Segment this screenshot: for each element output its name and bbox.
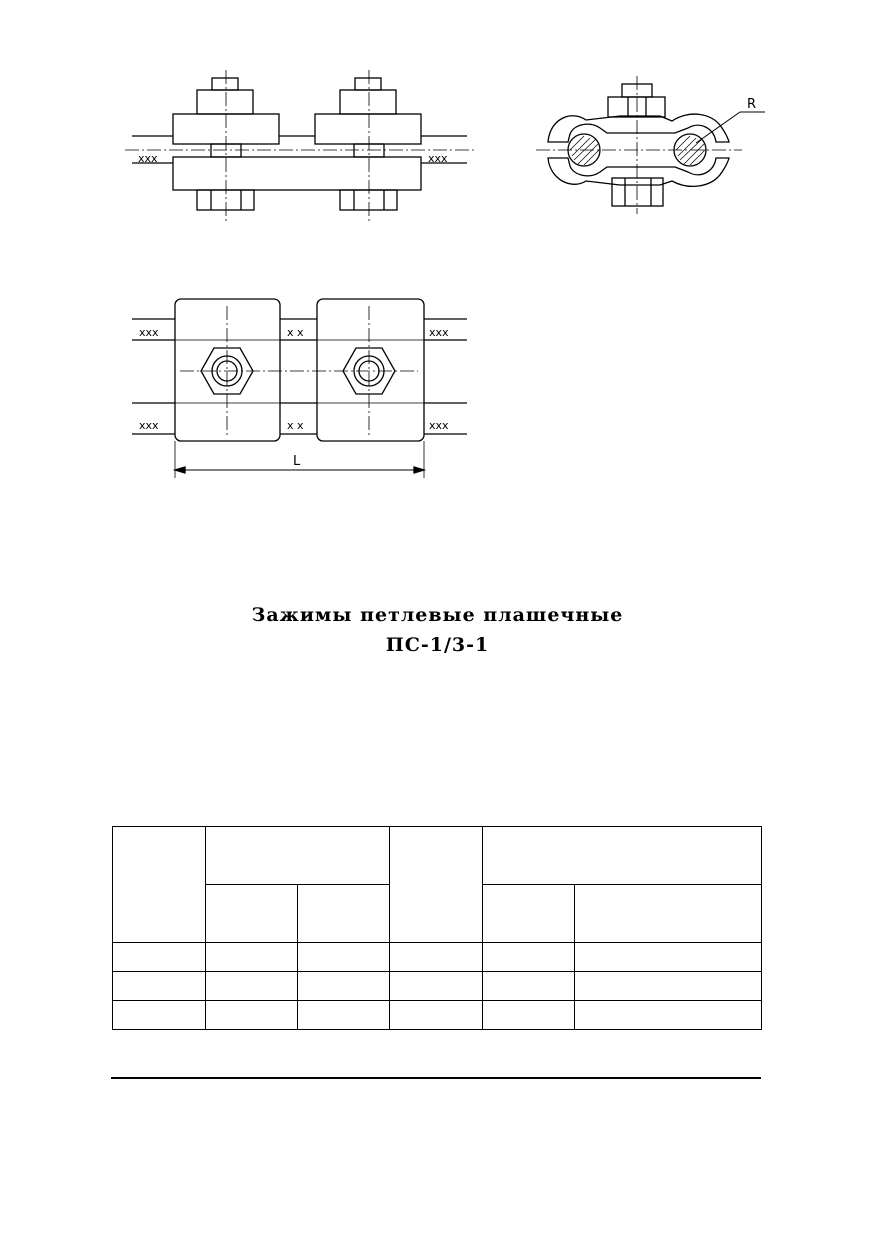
- table-cell: [482, 1000, 575, 1030]
- document-title: Зажимы петлевые плашечные: [251, 604, 624, 626]
- mark-top-lower-right: xxx: [429, 419, 449, 432]
- table-cell: [297, 942, 390, 972]
- table-cell: [205, 971, 298, 1001]
- document-subtitle: ПС-1/3-1: [385, 634, 490, 656]
- bottom-divider: [111, 1077, 761, 1079]
- table-row: [112, 942, 762, 972]
- table-header-cell: [205, 826, 390, 885]
- mark-top-lower-mid: x x: [287, 419, 304, 432]
- mark-top-lower-left: xxx: [139, 419, 159, 432]
- table-row: [112, 971, 762, 1001]
- table-cell: [574, 971, 762, 1001]
- table-header-cell: [112, 826, 206, 943]
- table-cell: [112, 971, 206, 1001]
- mark-front-right: xxx: [428, 152, 448, 165]
- table-cell: [389, 1000, 483, 1030]
- table-header-cell: [389, 826, 483, 943]
- front-view: [125, 70, 475, 222]
- table-subheader-cell: [574, 884, 762, 943]
- table-cell: [482, 942, 575, 972]
- table-header-cell: [482, 826, 762, 885]
- table-cell: [112, 1000, 206, 1030]
- mark-top-upper-left: xxx: [139, 326, 159, 339]
- table-subheader-cell: [297, 884, 390, 943]
- technical-drawing: xxx xxx xxx x x xxx xxx x x xxx L R: [125, 70, 765, 478]
- table-cell: [297, 971, 390, 1001]
- table-row: [112, 1000, 762, 1030]
- table-cell: [574, 942, 762, 972]
- table-cell: [297, 1000, 390, 1030]
- table-cell: [112, 942, 206, 972]
- top-view: [132, 298, 467, 478]
- table-cell: [205, 1000, 298, 1030]
- dimension-length-label: L: [293, 454, 301, 469]
- table-subheader-cell: [482, 884, 575, 943]
- table-cell: [389, 971, 483, 1001]
- table-cell: [389, 942, 483, 972]
- table-cell: [205, 942, 298, 972]
- table-cell: [482, 971, 575, 1001]
- radius-label: R: [747, 97, 756, 112]
- mark-top-upper-right: xxx: [429, 326, 449, 339]
- table-cell: [574, 1000, 762, 1030]
- side-view: [536, 76, 765, 214]
- mark-top-upper-mid: x x: [287, 326, 304, 339]
- specification-table: [112, 826, 762, 1030]
- table-subheader-cell: [205, 884, 298, 943]
- mark-front-left: xxx: [138, 152, 158, 165]
